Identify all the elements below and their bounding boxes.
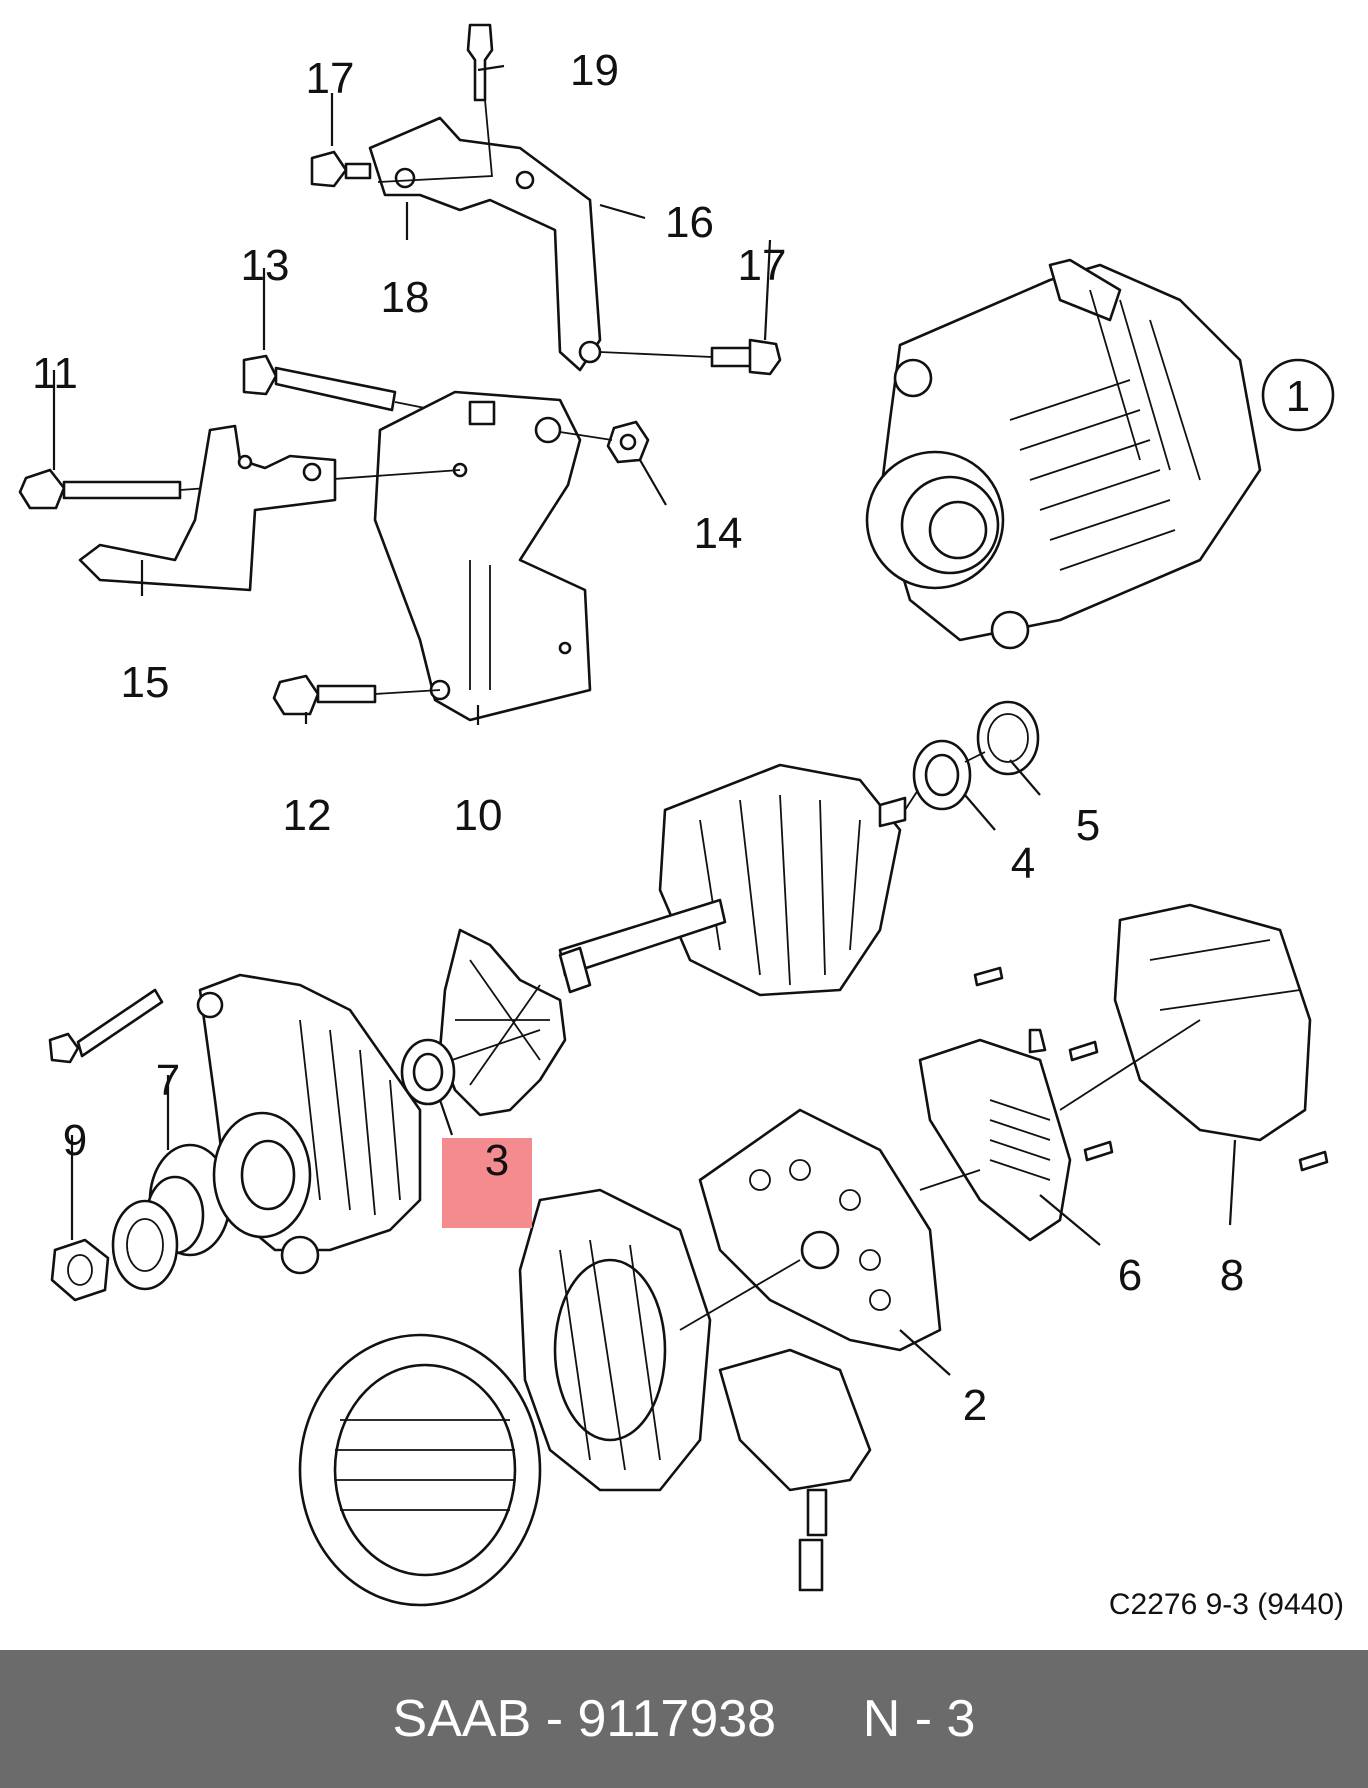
footer-position: N - 3 bbox=[862, 1690, 976, 1748]
brush-holder bbox=[718, 1348, 872, 1592]
callout-circle-1 bbox=[1261, 358, 1335, 432]
callout-10: 10 bbox=[454, 791, 503, 840]
bracket-15 bbox=[78, 424, 337, 592]
bracket-10 bbox=[373, 390, 592, 722]
drive-end-housing bbox=[196, 973, 422, 1275]
callout-2: 2 bbox=[963, 1381, 987, 1430]
callout-6: 6 bbox=[1118, 1251, 1142, 1300]
diagram-reference-code: C2276 9-3 (9440) bbox=[1108, 1588, 1344, 1621]
alternator-assembly-1 bbox=[865, 258, 1262, 650]
callout-11: 11 bbox=[32, 349, 78, 398]
long-bolt bbox=[48, 988, 164, 1064]
callout-9: 9 bbox=[63, 1116, 87, 1165]
regulator-6 bbox=[918, 1028, 1072, 1242]
nut-9 bbox=[50, 1238, 110, 1302]
callout-19: 19 bbox=[570, 46, 619, 95]
part-footer: SAAB - 9117938 N - 3 bbox=[0, 1650, 1368, 1788]
callout-17-right: 17 bbox=[738, 241, 787, 290]
nut-14 bbox=[606, 420, 650, 464]
bearing-3 bbox=[400, 1038, 456, 1106]
footer-brand-part-number: SAAB - 9117938 bbox=[392, 1690, 777, 1748]
callout-7: 7 bbox=[156, 1056, 180, 1105]
bolt-12 bbox=[272, 674, 377, 716]
highlight-part-3 bbox=[442, 1138, 532, 1228]
rectifier-2 bbox=[698, 1108, 942, 1352]
stud-19 bbox=[466, 23, 494, 102]
callout-13: 13 bbox=[241, 241, 290, 290]
bolt-17-upper bbox=[310, 150, 372, 188]
callout-5: 5 bbox=[1076, 801, 1100, 850]
callout-8: 8 bbox=[1220, 1251, 1244, 1300]
callout-3: 3 bbox=[485, 1136, 509, 1185]
bolt-17-right bbox=[710, 338, 782, 376]
bolt-11 bbox=[18, 468, 182, 510]
callout-4: 4 bbox=[1011, 839, 1035, 888]
fan bbox=[438, 928, 567, 1117]
ring-5 bbox=[976, 700, 1040, 776]
bearing-4 bbox=[912, 739, 972, 811]
callout-18: 18 bbox=[381, 273, 430, 322]
callout-14: 14 bbox=[694, 509, 743, 558]
alternator-exploded-diagram: 17 19 18 16 13 17 11 14 15 12 10 1 5 4 7… bbox=[18, 23, 1335, 1607]
callout-1: 1 bbox=[1286, 372, 1310, 421]
slip-ring-end-housing bbox=[518, 1188, 712, 1492]
washer bbox=[111, 1199, 179, 1291]
callout-12: 12 bbox=[283, 791, 332, 840]
footer-spacer bbox=[776, 1689, 863, 1749]
bolt-13 bbox=[242, 354, 397, 412]
cover-8 bbox=[1113, 903, 1312, 1142]
small-screws bbox=[973, 966, 1329, 1172]
pulley-outer bbox=[212, 1111, 312, 1239]
stator bbox=[298, 1333, 542, 1607]
rotor bbox=[558, 763, 907, 997]
diagram-canvas: 17 19 18 16 13 17 11 14 15 12 10 1 5 4 7… bbox=[18, 23, 1335, 1607]
callout-16: 16 bbox=[665, 198, 714, 247]
callout-15: 15 bbox=[121, 658, 170, 707]
callout-17-top: 17 bbox=[306, 54, 355, 103]
bracket-16 bbox=[368, 116, 602, 372]
